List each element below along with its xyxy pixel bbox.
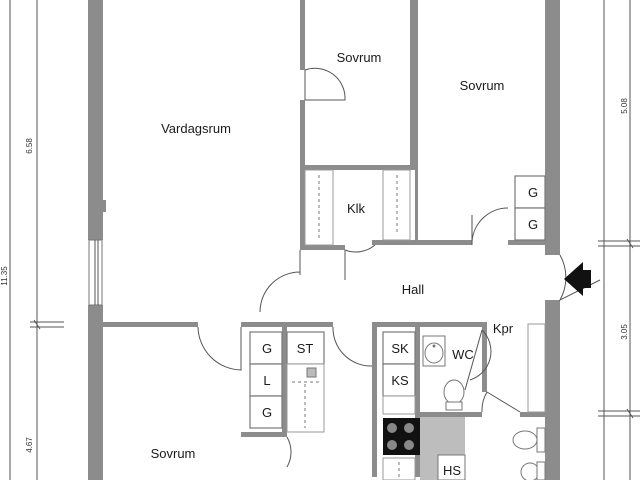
closet-sk bbox=[382, 331, 416, 365]
dimension-left-upper: 6.58 bbox=[25, 138, 34, 154]
closet-label-right-bottom: G bbox=[528, 217, 538, 232]
bathroom-toilet-icon bbox=[520, 461, 546, 480]
room-label-vardagsrum: Vardagsrum bbox=[161, 121, 231, 136]
closet-right-top bbox=[514, 175, 546, 209]
doors bbox=[197, 67, 601, 468]
dimension-right-lower: 3.05 bbox=[620, 324, 629, 340]
closet-right-bottom bbox=[514, 207, 546, 241]
closet-label-right-top: G bbox=[528, 185, 538, 200]
st-fixture bbox=[306, 367, 317, 378]
stove-icon bbox=[383, 418, 420, 455]
closet-label-st: ST bbox=[297, 341, 314, 356]
kitchen-counters bbox=[304, 169, 411, 246]
room-label-wc: WC bbox=[452, 347, 474, 362]
wc-toilet-icon bbox=[443, 379, 465, 411]
closet-left-g-bottom bbox=[249, 395, 283, 429]
room-label-sovrum-right: Sovrum bbox=[460, 78, 505, 93]
outer-walls bbox=[88, 0, 560, 480]
dimension-left-lower: 4.67 bbox=[25, 437, 34, 453]
dimension-left-outer: 11.35 bbox=[0, 266, 9, 286]
closet-st bbox=[286, 331, 325, 365]
bathroom-sink-icon bbox=[512, 427, 546, 453]
room-label-sovrum-small: Sovrum bbox=[337, 50, 382, 65]
window-left bbox=[88, 200, 106, 306]
closet-label-left-g-bottom: G bbox=[262, 405, 272, 420]
closet-label-left-g-top: G bbox=[262, 341, 272, 356]
wc-sink-icon bbox=[422, 335, 446, 367]
closet-label-ks: KS bbox=[391, 373, 409, 388]
closet-label-sk: SK bbox=[391, 341, 409, 356]
dimension-right-upper: 5.08 bbox=[620, 98, 629, 114]
room-label-klk: Klk bbox=[347, 201, 366, 216]
closet-label-left-l: L bbox=[263, 373, 270, 388]
room-label-hs: HS bbox=[443, 463, 461, 478]
closet-ks bbox=[382, 363, 416, 397]
kpr-cabinet bbox=[527, 323, 546, 413]
entrance-arrow-icon bbox=[564, 262, 591, 296]
room-label-kpr: Kpr bbox=[493, 321, 514, 336]
room-label-sovrum-bottom: Sovrum bbox=[151, 446, 196, 461]
dimension-lines bbox=[9, 0, 640, 480]
interior-walls bbox=[103, 0, 545, 477]
room-label-hall: Hall bbox=[402, 282, 425, 297]
